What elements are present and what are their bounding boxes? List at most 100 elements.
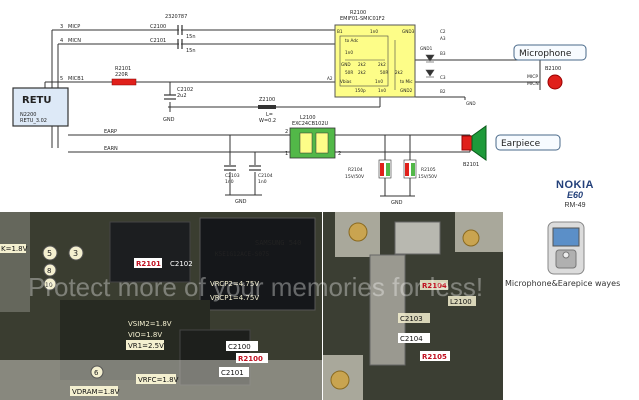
l2100-pin1: 1 — [285, 151, 288, 157]
c2104-value: 1n0 — [258, 179, 267, 185]
label-c2104-board: C2104 — [400, 335, 423, 343]
label-r2101: R2101 — [136, 260, 161, 268]
nokia-rm: RM-49 — [564, 202, 586, 209]
pin-5: 5 — [60, 76, 63, 82]
retu-label: RETU — [22, 95, 51, 106]
mic-micp: MICP — [527, 74, 538, 80]
label-vrcp2: VRCP2=4.75V — [210, 280, 259, 288]
test-point-3: 3 — [68, 245, 84, 261]
c2101-value: 15n — [186, 48, 196, 54]
gnd-varistors: GND — [391, 200, 403, 206]
z2100-l: L= — [266, 112, 273, 118]
retu-ref: N2200 — [20, 112, 36, 118]
test-point-5: 5 — [42, 245, 58, 261]
chip-gnd3: GND3 — [402, 29, 415, 34]
chip-1n0-c: 1n0 — [375, 79, 383, 84]
chip-50r-a: 50R — [345, 70, 353, 75]
r2104-varistor — [378, 159, 392, 179]
svg-text:5: 5 — [47, 249, 52, 258]
r2101-label: R2101 — [115, 66, 131, 72]
c2103-label: C2103 — [225, 173, 240, 179]
net-earn: EARN — [104, 146, 118, 152]
gnd-c2102: GND — [163, 117, 175, 123]
r2105-value: 15V/50V — [418, 174, 438, 180]
r2104-label: R2104 — [348, 167, 363, 173]
c2100-label: C2100 — [150, 24, 166, 30]
label-vrfc: VRFC=1.8V — [138, 376, 179, 384]
chip-1n0-a: 1n0 — [370, 29, 378, 34]
chip-2k2-d: 2k2 — [395, 70, 403, 75]
svg-text:3: 3 — [73, 249, 78, 258]
c2102-value: 2u2 — [177, 93, 187, 99]
r2101-resistor — [111, 78, 137, 86]
net-micb1: MICB1 — [68, 76, 84, 82]
label-vrcp1: VRCP1=4.75V — [210, 294, 259, 302]
earpiece-icon — [471, 125, 487, 161]
emif-chip — [334, 24, 416, 98]
samsung-chip-text2: K5E1G12ACE-S075 — [215, 251, 270, 258]
label-c2100: C2100 — [228, 343, 251, 351]
label-l2100-board: L2100 — [450, 298, 472, 306]
l2100-pin2a: 2 — [285, 129, 288, 135]
chip-50r-b: 50R — [380, 70, 388, 75]
z2100-label: Z2100 — [259, 97, 275, 103]
chip-gnd2: GND2 — [400, 88, 413, 93]
label-r2105-board: R2105 — [422, 353, 447, 361]
label-vsim2: VSIM2=1.8V — [128, 320, 172, 328]
chip-2k2-b: 2k2 — [378, 62, 386, 67]
pin-4: 4 — [60, 38, 63, 44]
label-c2103-board: C2103 — [400, 315, 423, 323]
r2101-value: 220R — [115, 72, 129, 78]
pin-3: 3 — [60, 24, 63, 30]
label-vr1: VR1=2.5V — [128, 342, 164, 350]
chip-2k2-c: 2k2 — [358, 70, 366, 75]
test-point-6: 6 — [90, 365, 104, 379]
c2100-value: 15n — [186, 34, 196, 40]
earpiece-label-box — [495, 134, 561, 151]
pin-a3: A3 — [440, 36, 446, 41]
c2103-value: 1n0 — [225, 179, 234, 185]
label-k-voltage: K=1.8V — [1, 245, 28, 253]
label-vio: VIO=1.8V — [128, 331, 162, 339]
l2100-label: L2100 — [300, 115, 316, 121]
chip-vbias: Vbias — [340, 79, 351, 84]
chip-gnd1: GND1 — [420, 46, 433, 51]
chip-gnd-a: GND — [341, 62, 351, 67]
svg-text:6: 6 — [94, 369, 99, 377]
net-earp: EARP — [104, 129, 117, 135]
b2101-label: B2101 — [463, 162, 479, 168]
test-point-10: 10 — [43, 277, 57, 291]
svg-text:10: 10 — [45, 282, 53, 289]
b2100-label: B2100 — [545, 66, 561, 72]
caption: Microphone&Earepice wayes — [505, 279, 621, 288]
samsung-chip-text1: SAMSUNG 540 — [255, 239, 301, 247]
label-c2102: C2102 — [170, 260, 193, 268]
label-r2100: R2100 — [238, 355, 263, 363]
pin-c2: C2 — [440, 29, 446, 34]
svg-text:8: 8 — [47, 267, 51, 275]
gnd-caps: GND — [235, 199, 247, 205]
earpiece-label: Earpiece — [501, 139, 541, 149]
label-c2101: C2101 — [221, 369, 244, 377]
microphone-label: Microphone — [519, 49, 572, 59]
label-r2104-board: R2104 — [422, 282, 447, 290]
samsung-chip — [199, 217, 316, 311]
chip-1n0-b: 1n0 — [345, 50, 353, 55]
mic-micn: MICN — [527, 81, 539, 87]
l2100-pin2b: 2 — [338, 151, 341, 157]
earpiece-body — [461, 135, 473, 151]
r2105-varistor — [403, 159, 417, 179]
retu-part: RETU_3.02 — [20, 118, 47, 124]
c2101-label: C2101 — [150, 38, 166, 44]
pcb-photo-left — [0, 212, 322, 400]
chip-part: EMIF01-SMIC01F2 — [340, 16, 385, 22]
label-vdram: VDRAM=1.8V — [72, 388, 120, 396]
chip-1n0-d: 1n0 — [378, 88, 386, 93]
c2104-label: C2104 — [258, 173, 273, 179]
chip-2k2-a: 2k2 — [358, 62, 366, 67]
pin-b1: B1 — [337, 29, 343, 34]
c2102-label: C2102 — [177, 87, 193, 93]
nokia-brand: NOKIA — [556, 179, 594, 191]
